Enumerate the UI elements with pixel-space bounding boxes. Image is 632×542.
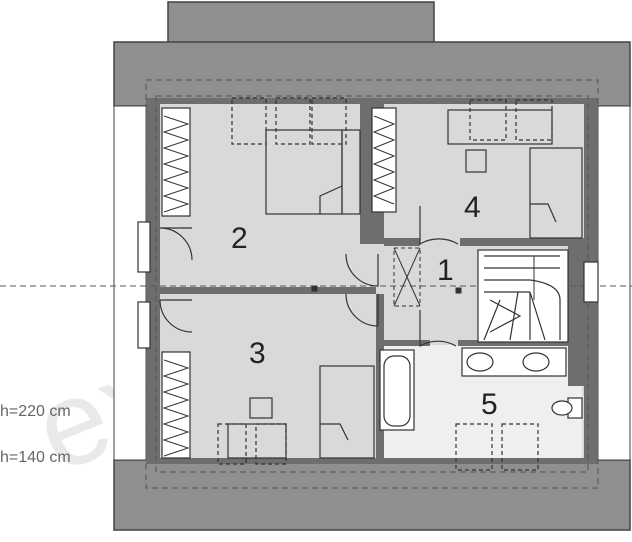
wall-2-3 — [160, 287, 376, 294]
bathroom-fixtures — [379, 347, 583, 471]
wardrobe-room4 — [371, 107, 397, 213]
room-number-4: 4 — [464, 191, 481, 224]
roof-bottom — [113, 459, 631, 531]
staircase — [477, 249, 569, 343]
hall-features — [311, 247, 462, 307]
wardrobe-room2 — [161, 107, 191, 217]
doors — [137, 206, 599, 349]
wardrobe-room3 — [161, 351, 191, 459]
wall-2-hall — [360, 104, 370, 244]
room-number-1: 1 — [437, 254, 454, 287]
legend-height-high: h=220 cm — [0, 403, 71, 420]
roof-gable-left — [113, 105, 147, 461]
wall-5-top-r — [458, 340, 584, 346]
wall-4-bottom — [384, 238, 420, 246]
furniture-room3 — [217, 365, 375, 465]
bed-room2 — [231, 97, 361, 215]
wall-5-top — [376, 340, 430, 346]
room-number-2: 2 — [231, 222, 248, 255]
wall-bottom — [146, 458, 598, 464]
roof-gable-right — [597, 105, 631, 461]
roof-main-top — [113, 41, 631, 107]
wall-left — [146, 100, 160, 462]
room-number-5: 5 — [481, 388, 498, 421]
wall-stair-right — [568, 246, 584, 386]
wall-top — [146, 98, 598, 104]
room-number-3: 3 — [249, 337, 266, 370]
furniture-room4 — [447, 99, 583, 239]
wall-4-bottom-r — [460, 238, 584, 246]
legend-height-low: h=140 cm — [0, 449, 71, 466]
